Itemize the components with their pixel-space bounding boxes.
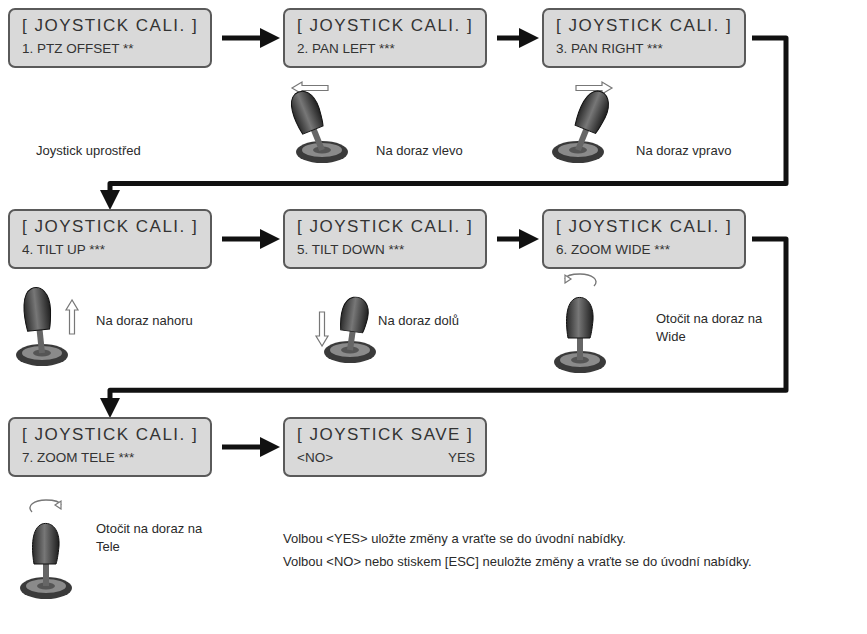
lcd-line: 3. PAN RIGHT *** bbox=[556, 41, 734, 56]
lcd-title: [ JOYSTICK CALI. ] bbox=[297, 16, 475, 36]
lcd-screen: [ JOYSTICK CALI. ] 5. TILT DOWN *** bbox=[283, 209, 487, 269]
lcd-line: 1. PTZ OFFSET ** bbox=[22, 41, 200, 56]
lcd-screen: [ JOYSTICK SAVE ] <NO> YES bbox=[283, 417, 487, 477]
lcd-title: [ JOYSTICK CALI. ] bbox=[22, 16, 200, 36]
lcd-screen: [ JOYSTICK CALI. ] 3. PAN RIGHT *** bbox=[542, 8, 746, 68]
lcd-screen: [ JOYSTICK CALI. ] 1. PTZ OFFSET ** bbox=[8, 8, 212, 68]
lcd-text: 7. ZOOM TELE *** bbox=[22, 450, 134, 465]
step-caption: Joystick uprostřed bbox=[36, 142, 196, 160]
lcd-screen: [ JOYSTICK CALI. ] 4. TILT UP *** bbox=[8, 209, 212, 269]
lcd-screen: [ JOYSTICK CALI. ] 7. ZOOM TELE *** bbox=[8, 417, 212, 477]
lcd-title: [ JOYSTICK CALI. ] bbox=[22, 217, 200, 237]
step-caption: Otočit na doraz na Wide bbox=[656, 310, 780, 345]
lcd-line: 6. ZOOM WIDE *** bbox=[556, 242, 734, 257]
step-caption: Na doraz dolů bbox=[378, 312, 518, 330]
lcd-title: [ JOYSTICK SAVE ] bbox=[297, 425, 475, 445]
lcd-screen: [ JOYSTICK CALI. ] 2. PAN LEFT *** bbox=[283, 8, 487, 68]
lcd-line: 4. TILT UP *** bbox=[22, 242, 200, 257]
lcd-line: <NO> YES bbox=[297, 450, 475, 465]
lcd-text: 5. TILT DOWN *** bbox=[297, 242, 404, 257]
lcd-text: 4. TILT UP *** bbox=[22, 242, 105, 257]
step-caption: Na doraz vlevo bbox=[376, 142, 516, 160]
lcd-text: 6. ZOOM WIDE *** bbox=[556, 242, 670, 257]
flow-arrow bbox=[497, 237, 532, 242]
step-caption: Na doraz nahoru bbox=[96, 312, 246, 330]
lcd-line: 7. ZOOM TELE *** bbox=[22, 450, 200, 465]
lcd-text: <NO> bbox=[297, 450, 333, 465]
lcd-text: YES bbox=[448, 450, 475, 465]
note-text: Volbou <YES> uložte změny a vraťte se do… bbox=[283, 530, 863, 548]
lcd-text: 3. PAN RIGHT *** bbox=[556, 41, 663, 56]
lcd-screen: [ JOYSTICK CALI. ] 6. ZOOM WIDE *** bbox=[542, 209, 746, 269]
lcd-title: [ JOYSTICK CALI. ] bbox=[556, 217, 734, 237]
note-text: Volbou <NO> nebo stiskem [ESC] neuložte … bbox=[283, 553, 863, 571]
lcd-text: 1. PTZ OFFSET ** bbox=[22, 41, 134, 56]
lcd-title: [ JOYSTICK CALI. ] bbox=[22, 425, 200, 445]
lcd-title: [ JOYSTICK CALI. ] bbox=[556, 16, 734, 36]
step-caption: Na doraz vpravo bbox=[636, 142, 786, 160]
flow-arrow bbox=[222, 237, 273, 242]
lcd-title: [ JOYSTICK CALI. ] bbox=[297, 217, 475, 237]
lcd-line: 2. PAN LEFT *** bbox=[297, 41, 475, 56]
flow-arrow bbox=[497, 36, 532, 41]
flow-arrow bbox=[222, 445, 273, 450]
lcd-line: 5. TILT DOWN *** bbox=[297, 242, 475, 257]
step-caption: Otočit na doraz na Tele bbox=[96, 520, 220, 555]
flow-arrow bbox=[222, 36, 273, 41]
lcd-text: 2. PAN LEFT *** bbox=[297, 41, 395, 56]
